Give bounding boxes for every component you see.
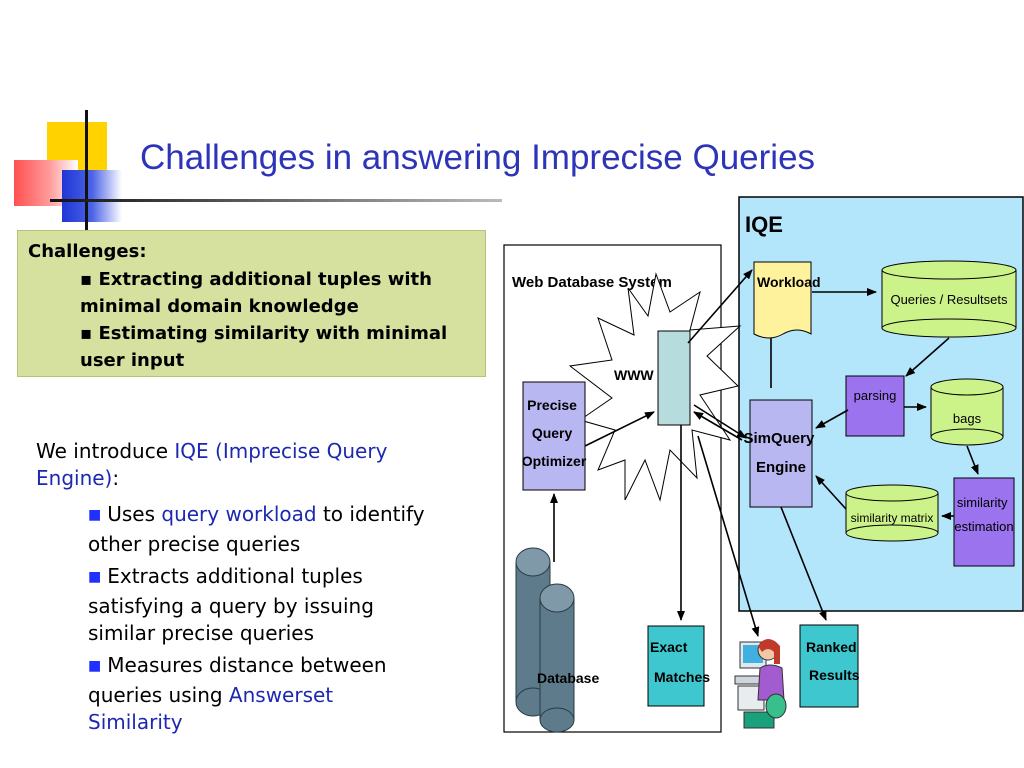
bullet-item: ■Measures distance between queries using… bbox=[88, 653, 387, 734]
engine-label-line: Engine bbox=[756, 459, 806, 476]
precise-query-optimizer-label: Precise Query Optimizer bbox=[522, 397, 587, 469]
ranked-results-label-line: Results bbox=[809, 667, 860, 683]
estimation-label-line: estimation bbox=[954, 519, 1013, 534]
square-bullet-icon: ■ bbox=[88, 569, 102, 585]
database-cylinder-icon bbox=[515, 547, 575, 733]
www-server-box bbox=[657, 330, 691, 426]
similarity-matrix-label: similarity matrix bbox=[851, 511, 934, 525]
iqe-label: IQE bbox=[745, 212, 783, 237]
optimizer-label-line: Query bbox=[532, 425, 573, 441]
square-bullet-icon: ▪ bbox=[80, 323, 99, 344]
square-bullet-icon: ■ bbox=[88, 658, 102, 674]
ranked-results-box bbox=[799, 624, 859, 708]
www-label: WWW bbox=[614, 367, 654, 383]
workload-label: Workload bbox=[757, 274, 821, 290]
exact-matches-label: Exact Matches bbox=[650, 639, 710, 685]
title-decoration-vertical-line bbox=[85, 110, 88, 230]
parsing-box bbox=[845, 375, 905, 437]
ranked-results-label-line: Ranked bbox=[806, 639, 857, 655]
challenge-item: ▪ Extracting additional tuples with mini… bbox=[80, 269, 432, 317]
bullet-item: ■Extracts additional tuples satisfying a… bbox=[88, 564, 374, 645]
bullet-item: ■Uses query workload to identify other p… bbox=[88, 502, 425, 556]
parsing-label: parsing bbox=[854, 388, 897, 403]
slide-title: Challenges in answering Imprecise Querie… bbox=[140, 138, 816, 177]
user-computer-icon bbox=[734, 639, 787, 729]
simquery-engine-box bbox=[749, 399, 813, 508]
workload-document-icon bbox=[753, 261, 812, 339]
optimizer-label-line: Optimizer bbox=[522, 453, 587, 469]
precise-query-optimizer-box bbox=[522, 381, 586, 491]
similarity-matrix-cylinder bbox=[845, 484, 939, 542]
engine-label-line: SimQuery bbox=[743, 430, 815, 447]
web-database-label: Web Database System bbox=[512, 274, 672, 291]
intro-text: We introduce IQE (Imprecise Query Engine… bbox=[36, 439, 388, 490]
square-bullet-icon: ▪ bbox=[80, 269, 99, 290]
similarity-estimation-box bbox=[953, 477, 1015, 567]
challenge-item: ▪ Estimating similarity with minimal use… bbox=[80, 323, 448, 371]
title-decoration-blue bbox=[62, 170, 122, 222]
www-cloud-icon bbox=[568, 272, 742, 502]
challenges-box: Challenges: ▪ Extracting additional tupl… bbox=[17, 230, 486, 377]
estimation-label-line: similarity bbox=[957, 495, 1008, 510]
bags-label: bags bbox=[953, 411, 982, 426]
simquery-engine-label: SimQuery Engine bbox=[743, 430, 818, 476]
exact-matches-box bbox=[647, 625, 705, 707]
exact-matches-label-line: Exact bbox=[650, 639, 688, 655]
ranked-results-label: Ranked Results bbox=[806, 639, 860, 683]
challenges-heading: Challenges: bbox=[28, 241, 147, 262]
title-underline bbox=[50, 199, 502, 202]
queries-resultsets-label: Queries / Resultsets bbox=[890, 292, 1008, 307]
queries-resultsets-cylinder bbox=[881, 260, 1017, 338]
exact-matches-label-line: Matches bbox=[654, 669, 710, 685]
diagram-arrows bbox=[550, 269, 979, 637]
iqe-highlight: IQE (Imprecise Query Engine) bbox=[36, 439, 388, 490]
similarity-estimation-label: similarity estimation bbox=[954, 495, 1013, 534]
optimizer-label-line: Precise bbox=[527, 397, 577, 413]
database-label: Database bbox=[537, 670, 599, 686]
square-bullet-icon: ■ bbox=[88, 507, 102, 523]
bags-cylinder bbox=[930, 378, 1004, 446]
